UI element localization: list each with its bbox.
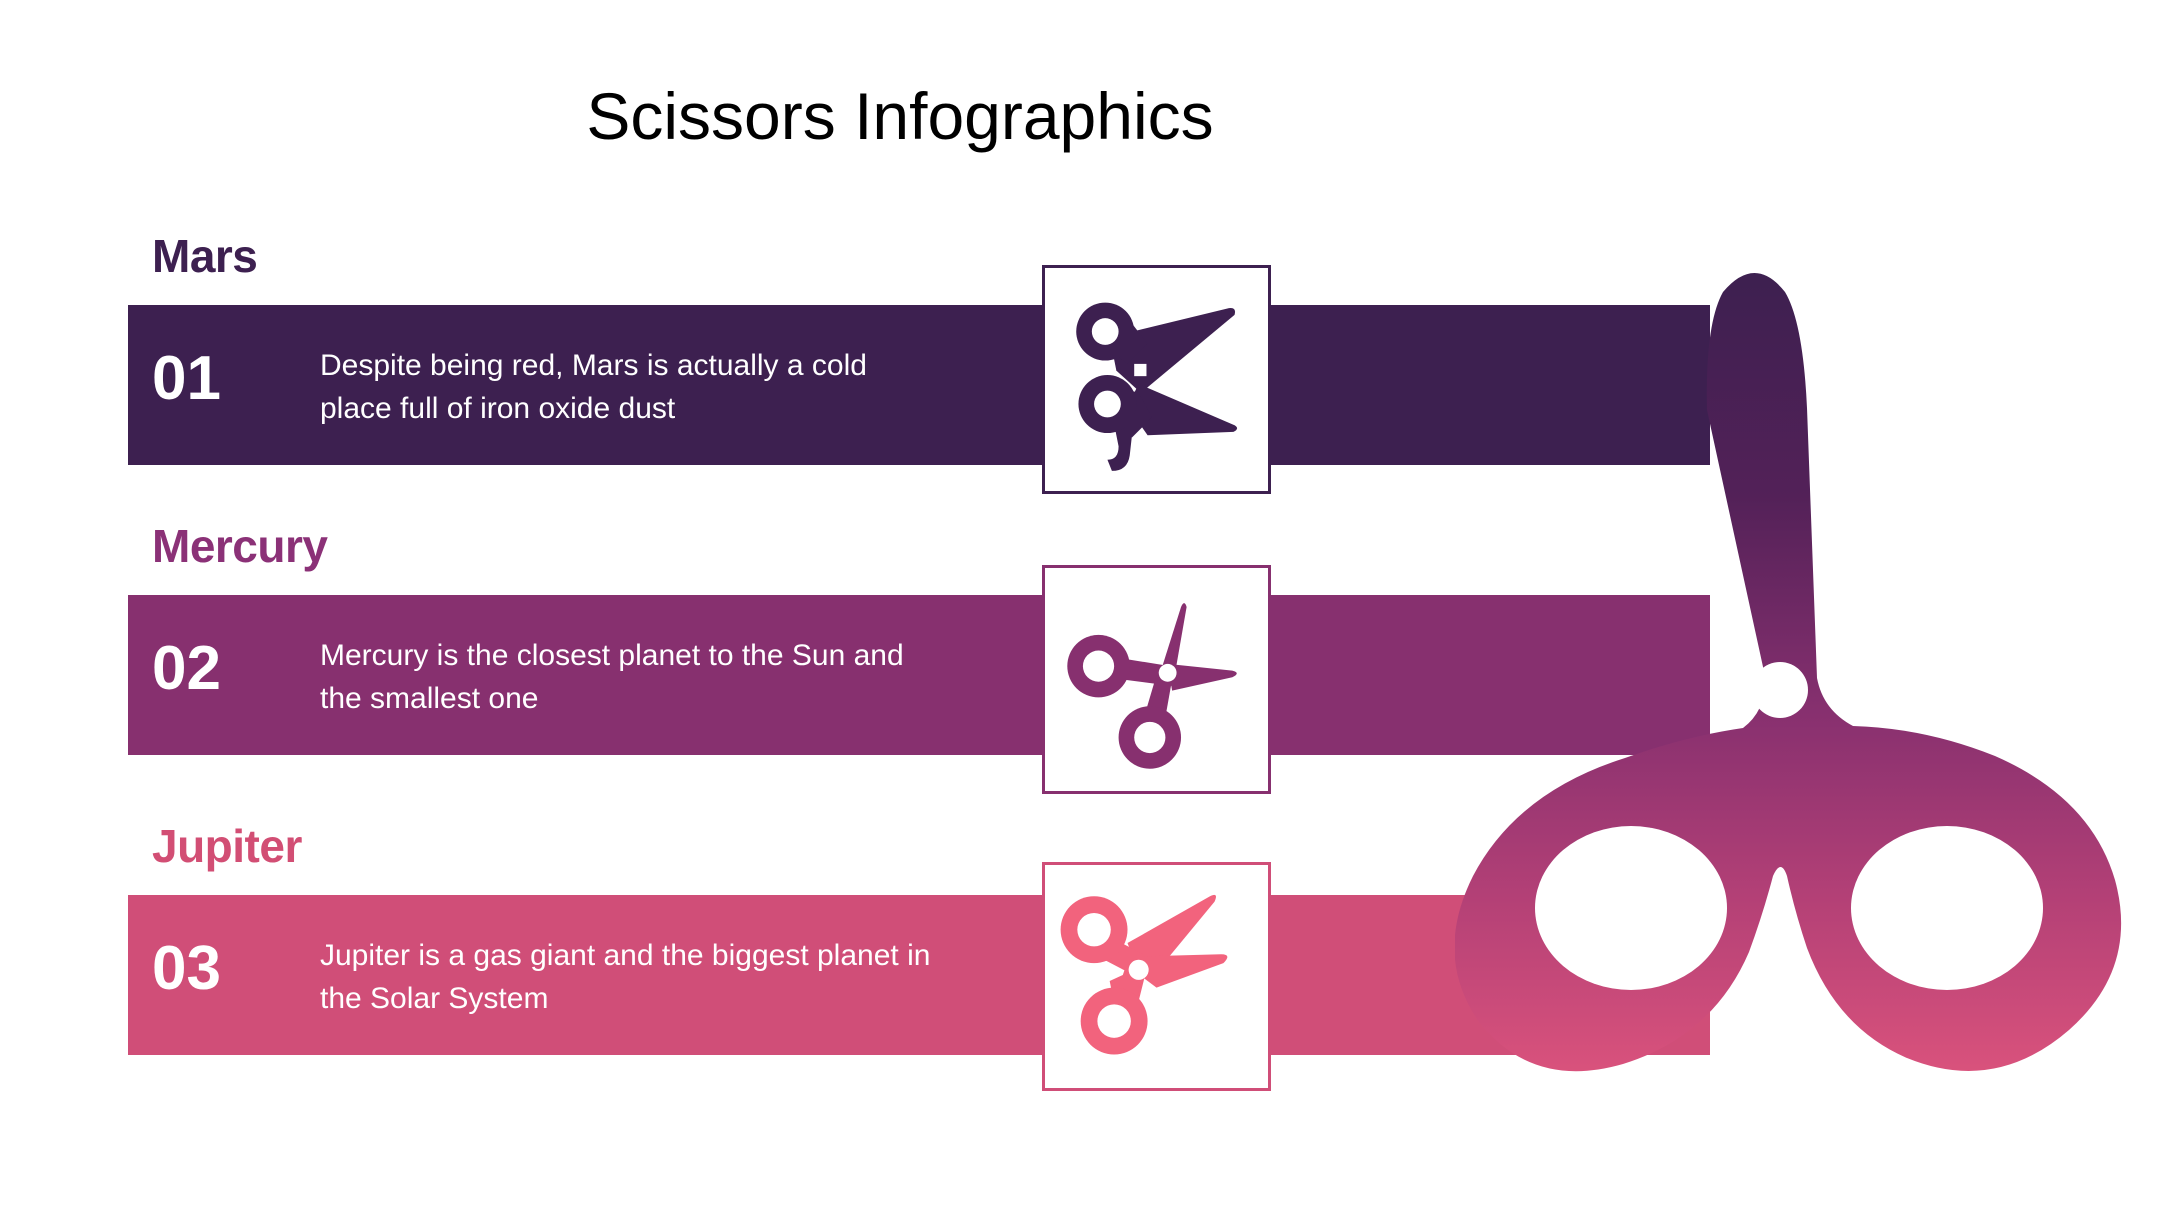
scissors-icon [1076, 302, 1238, 471]
row-heading-mars: Mars [152, 230, 258, 282]
row-bar-1 [128, 305, 1710, 465]
row-heading-mercury: Mercury [152, 520, 328, 572]
page-title: Scissors Infographics [0, 78, 2160, 154]
scissors-icon [1060, 894, 1228, 1055]
row-bar-3 [128, 895, 1710, 1055]
row-bar-2 [128, 595, 1710, 755]
row-heading-jupiter: Jupiter [152, 820, 302, 872]
row-number-1: 01 [152, 344, 221, 413]
row-number-3: 03 [152, 934, 221, 1003]
row-description-2: Mercury is the closest planet to the Sun… [320, 639, 904, 715]
icon-box-2 [1042, 565, 1271, 794]
scissors-icon [1067, 603, 1237, 769]
icon-box-1 [1042, 265, 1271, 494]
row-number-2: 02 [152, 634, 221, 703]
icon-box-3 [1042, 862, 1271, 1091]
row-description-1: Despite being red, Mars is actually a co… [320, 349, 867, 425]
row-description-3: Jupiter is a gas giant and the biggest p… [320, 939, 931, 1015]
page-title-text: Scissors Infographics [586, 79, 1214, 153]
large-scissors-graphic [1455, 258, 2160, 1118]
